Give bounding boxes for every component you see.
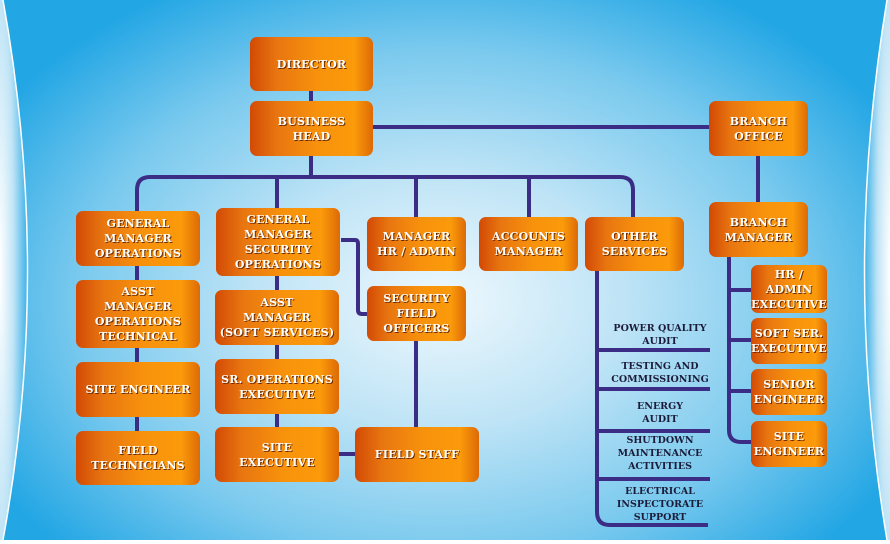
left-decorative-arc <box>0 0 29 541</box>
node-asst-manager-soft-services[interactable]: ASST MANAGER (SOFT SERVICES) <box>215 290 339 345</box>
service-item: ENERGY AUDIT <box>637 401 683 425</box>
node-asst-manager-ops-technical[interactable]: ASST MANAGER OPERATIONS TECHNICAL <box>76 280 200 348</box>
node-accounts-manager[interactable]: ACCOUNTS MANAGER <box>479 217 578 271</box>
node-branch-site-engineer[interactable]: SITE ENGINEER <box>751 421 827 467</box>
service-item: TESTING AND COMMISSIONING <box>611 361 709 385</box>
node-field-technicians[interactable]: FIELD TECHNICIANS <box>76 431 200 485</box>
node-site-engineer[interactable]: SITE ENGINEER <box>76 362 200 417</box>
node-branch-office[interactable]: BRANCH OFFICE <box>709 101 808 156</box>
node-gm-security-operations[interactable]: GENERAL MANAGER SECURITY OPERATIONS <box>216 208 340 276</box>
service-item: SHUTDOWN MAINTENANCE ACTIVITIES <box>617 435 703 472</box>
bottom-border <box>0 540 890 544</box>
node-branch-manager[interactable]: BRANCH MANAGER <box>709 202 808 257</box>
service-item: ELECTRICAL INSPECTORATE SUPPORT <box>616 486 704 523</box>
node-manager-hr-admin[interactable]: MANAGER HR / ADMIN <box>367 217 466 271</box>
node-director[interactable]: DIRECTOR <box>250 37 373 91</box>
connector-gmsec-to-officers <box>341 238 370 316</box>
node-field-staff[interactable]: FIELD STAFF <box>355 427 479 482</box>
node-security-field-officers[interactable]: SECURITY FIELD OFFICERS <box>367 286 466 341</box>
node-sr-operations-executive[interactable]: SR. OPERATIONS EXECUTIVE <box>215 359 339 414</box>
node-site-executive[interactable]: SITE EXECUTIVE <box>215 427 339 482</box>
node-gm-operations[interactable]: GENERAL MANAGER OPERATIONS <box>76 211 200 266</box>
node-hr-admin-executive[interactable]: HR / ADMIN EXECUTIVE <box>751 265 827 313</box>
connector-services-trunk <box>595 270 708 527</box>
node-senior-engineer[interactable]: SENIOR ENGINEER <box>751 369 827 415</box>
node-business-head[interactable]: BUSINESS HEAD <box>250 101 373 156</box>
node-other-services[interactable]: OTHER SERVICES <box>585 217 684 271</box>
node-soft-ser-executive[interactable]: SOFT SER. EXECUTIVE <box>751 318 827 364</box>
right-decorative-arc <box>863 0 890 541</box>
connector-branch-trunk <box>727 256 752 444</box>
service-item: POWER QUALITY AUDIT <box>613 323 707 347</box>
connector-horizontal-bus <box>135 175 635 218</box>
